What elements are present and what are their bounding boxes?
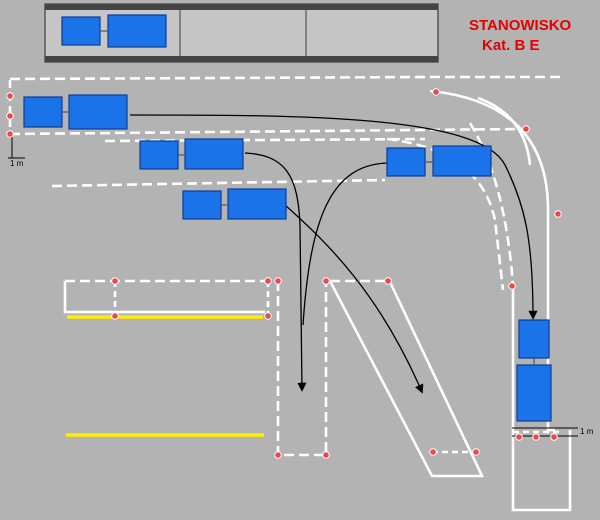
traffic-cone-icon xyxy=(111,312,119,320)
traffic-cone-icon xyxy=(6,112,14,120)
vehicle-mid-1 xyxy=(139,138,244,170)
traffic-cone-icon xyxy=(264,312,272,320)
title-line-1: STANOWISKO xyxy=(469,17,572,34)
vehicle-top-road xyxy=(61,14,167,48)
vehicle-start xyxy=(23,94,128,130)
vehicles xyxy=(23,14,552,422)
title-line-2: Kat. B E xyxy=(482,37,540,54)
traffic-cone-icon xyxy=(6,130,14,138)
traffic-cone-icon xyxy=(508,282,516,290)
traffic-cone-icon xyxy=(554,210,562,218)
traffic-cone-icon xyxy=(532,433,540,441)
traffic-cone-icon xyxy=(432,88,440,96)
traffic-cone-icon xyxy=(522,125,530,133)
traffic-cone-icon xyxy=(429,448,437,456)
dimension-label-left: 1 m xyxy=(10,159,24,168)
top-road xyxy=(44,3,439,63)
vehicle-right-curve xyxy=(386,145,492,177)
dimension-markers xyxy=(8,137,578,437)
vehicle-mid-2 xyxy=(182,188,287,220)
yellow-lines xyxy=(66,315,264,437)
traffic-cone-icon xyxy=(6,92,14,100)
traffic-cone-icon xyxy=(515,433,523,441)
traffic-cone-icon xyxy=(111,277,119,285)
dimension-label-right: 1 m xyxy=(580,427,594,436)
cones xyxy=(6,88,562,459)
lane-markings xyxy=(8,75,572,512)
traffic-cone-icon xyxy=(274,277,282,285)
traffic-cone-icon xyxy=(550,433,558,441)
traffic-cone-icon xyxy=(322,277,330,285)
traffic-cone-icon xyxy=(384,277,392,285)
traffic-cone-icon xyxy=(322,451,330,459)
traffic-cone-icon xyxy=(264,277,272,285)
traffic-cone-icon xyxy=(472,448,480,456)
traffic-cone-icon xyxy=(274,451,282,459)
vehicle-final xyxy=(516,319,552,422)
